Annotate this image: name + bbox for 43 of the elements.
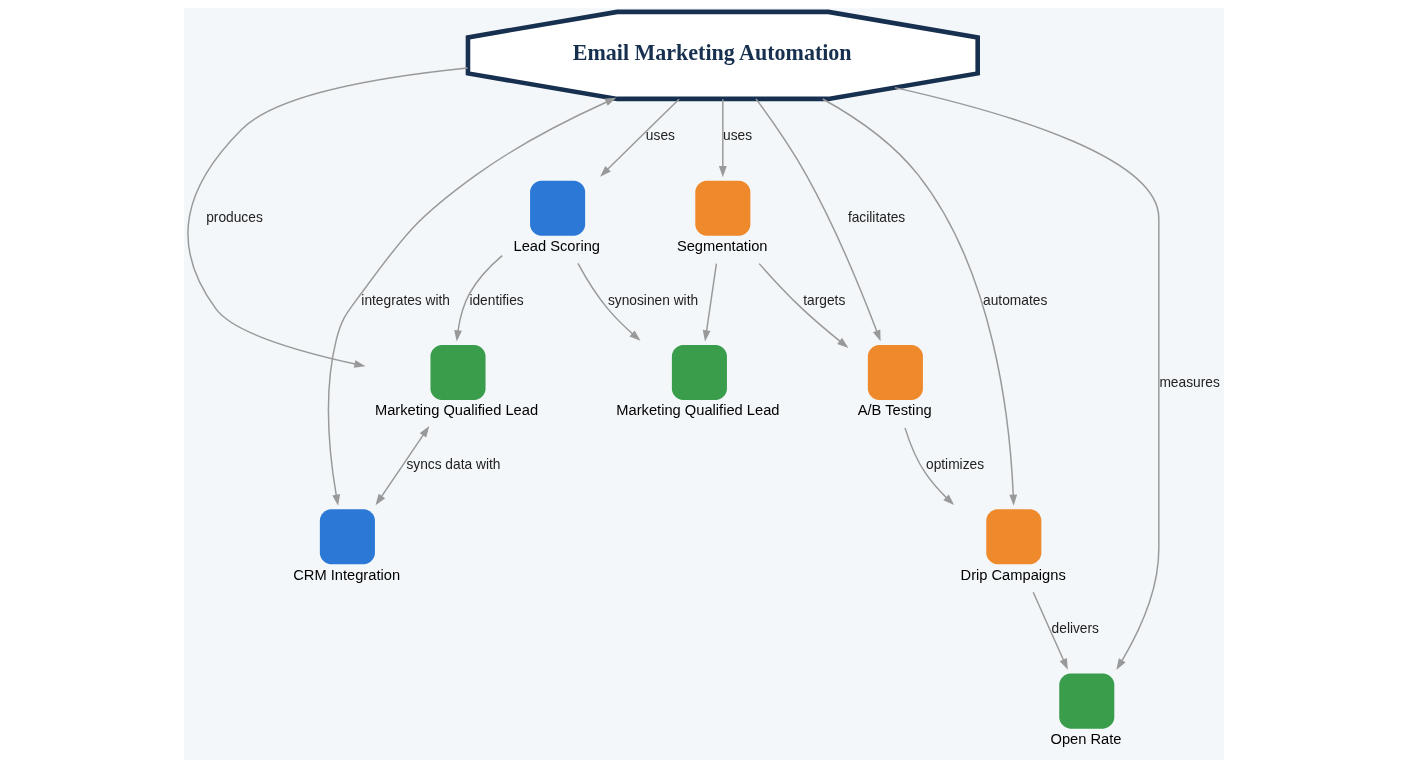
arrow [822, 98, 1018, 506]
node-label: Marketing Qualified Lead [374, 402, 539, 419]
node-label: Segmentation [676, 238, 768, 255]
arrow [454, 254, 503, 342]
node-label: A/B Testing [857, 402, 932, 419]
edge-label: integrates with [361, 292, 451, 308]
edge-label: optimizes [926, 456, 985, 472]
node-box [1059, 673, 1115, 729]
node-label: Marketing Qualified Lead [616, 402, 780, 419]
node-box [867, 344, 923, 400]
node-label: Open Rate [1050, 731, 1122, 748]
edge-label: automates [983, 292, 1048, 308]
arrow [702, 262, 718, 342]
edge-label: delivers [1051, 621, 1099, 637]
arrow [577, 262, 641, 341]
arrow [755, 98, 881, 342]
arrow [375, 426, 430, 506]
node-box [695, 180, 751, 236]
arrow [600, 98, 680, 177]
node-label: Lead Scoring [513, 238, 601, 255]
node-box [986, 509, 1042, 565]
edge-label: uses [645, 128, 675, 144]
node-label: CRM Integration [293, 566, 401, 583]
arrow [904, 427, 955, 505]
node-box [530, 180, 586, 236]
arrow [894, 86, 1160, 670]
arrow [187, 67, 469, 368]
arrow [758, 262, 849, 348]
edge-label: measures [1159, 374, 1220, 390]
edge-label: identifies [469, 292, 524, 308]
arrow [718, 98, 727, 178]
node-box [671, 344, 727, 400]
edge-label: uses [722, 128, 753, 144]
arrow [327, 97, 617, 506]
edge-label: syncs data with [406, 456, 501, 472]
edge-label: synosinen with [607, 292, 699, 308]
edge-label: targets [803, 292, 846, 308]
node-box [319, 509, 375, 565]
edge-label: facilitates [847, 210, 906, 226]
node-box [430, 344, 486, 400]
node-label: Drip Campaigns [960, 566, 1066, 583]
arrow [1032, 591, 1068, 670]
edge-label: produces [206, 210, 263, 226]
